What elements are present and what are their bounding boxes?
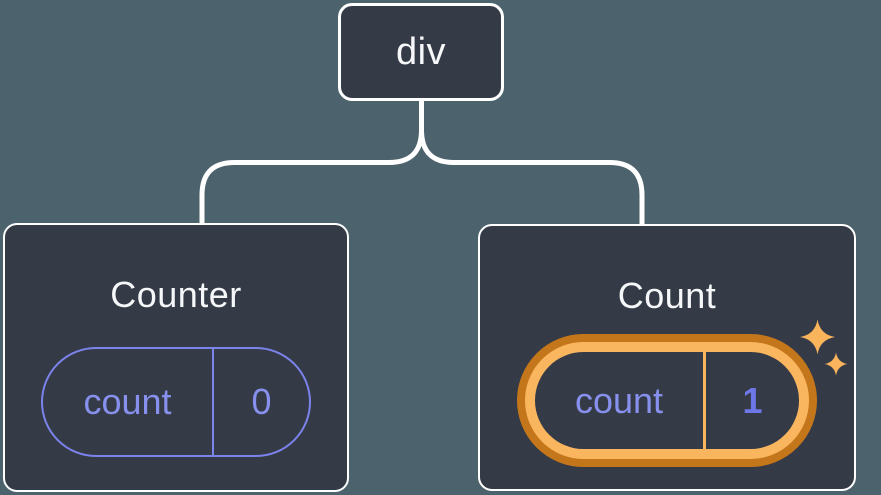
- count-state-pill: count 1: [535, 352, 799, 449]
- count-state-value-segment: 1: [706, 352, 799, 449]
- counter-state-name-segment: count: [43, 349, 214, 455]
- counter-state-value: 0: [251, 381, 272, 422]
- tree-node-div-label: div: [395, 30, 447, 73]
- counter-state-pill: count 0: [41, 347, 311, 457]
- tree-node-count: Count count 1: [478, 224, 856, 491]
- count-state-pill-highlight: count 1: [517, 334, 817, 467]
- counter-state-value-segment: 0: [214, 349, 309, 455]
- count-state-name-segment: count: [535, 352, 706, 449]
- counter-title: Counter: [110, 274, 242, 315]
- tree-node-div: div: [338, 3, 504, 101]
- count-state-name: count: [574, 379, 664, 421]
- counter-state-name: count: [83, 381, 172, 422]
- count-state-value: 1: [742, 379, 763, 421]
- count-title: Count: [617, 275, 717, 316]
- tree-node-counter: Counter count 0: [3, 223, 349, 492]
